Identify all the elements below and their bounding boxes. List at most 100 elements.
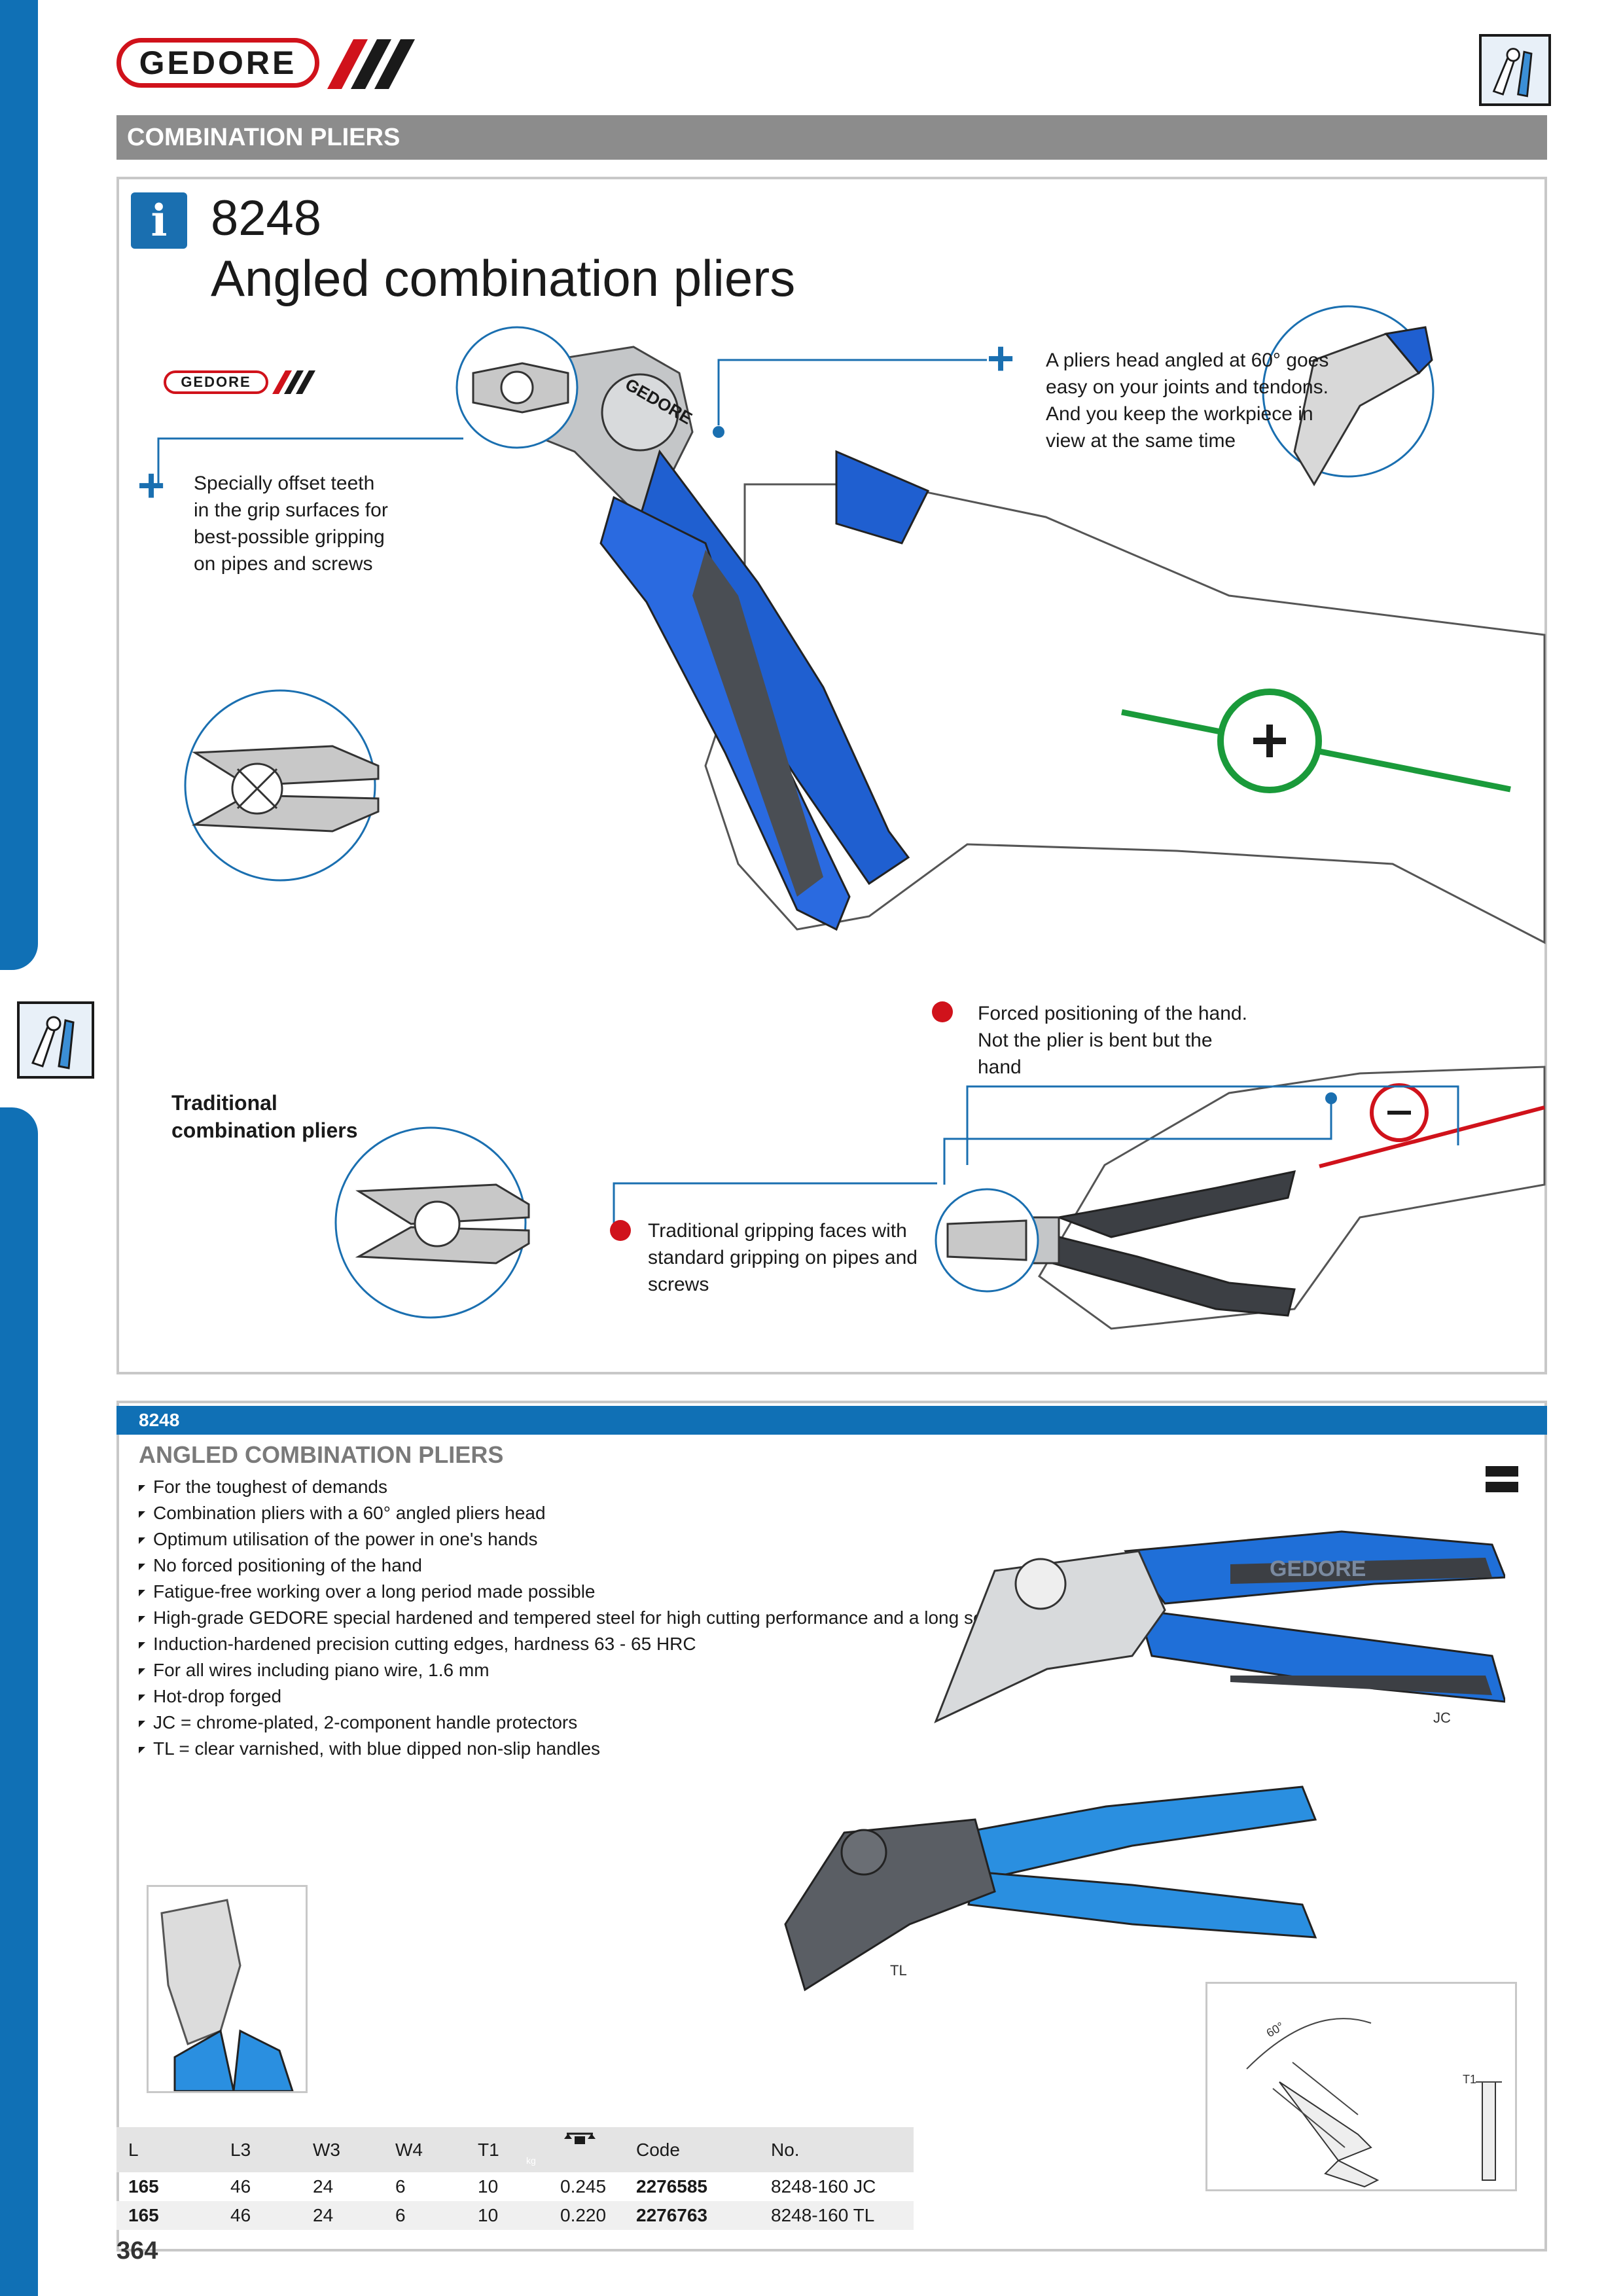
bullet-icon bbox=[139, 1746, 145, 1753]
col-header: Code bbox=[636, 2139, 680, 2160]
product-heading: ANGLED COMBINATION PLIERS bbox=[139, 1441, 504, 1468]
spec-table: L L3 W3 W4 T1 kg Code No. 165 46 24 6 bbox=[116, 2127, 914, 2230]
feature-text: Hot-drop forged bbox=[153, 1686, 282, 1706]
table-row: 165 46 24 6 10 0.220 2276763 8248-160 TL bbox=[116, 2201, 914, 2230]
feature-text: For all wires including piano wire, 1.6 … bbox=[153, 1660, 490, 1680]
callout-traditional: Traditional gripping faces with standard… bbox=[648, 1217, 918, 1298]
pliers-thumbnail-image bbox=[160, 1899, 294, 2092]
traditional-label-line: combination pliers bbox=[171, 1119, 358, 1142]
pliers-thumbnail bbox=[147, 1885, 308, 2093]
pliers-category-icon bbox=[17, 1001, 94, 1079]
list-item: Induction-hardened precision cutting edg… bbox=[139, 1631, 1050, 1657]
col-header: L bbox=[128, 2139, 139, 2160]
bullet-icon bbox=[139, 1511, 145, 1518]
list-item: JC = chrome-plated, 2-component handle p… bbox=[139, 1710, 1050, 1736]
callout-line: hand bbox=[978, 1056, 1022, 1078]
pliers-category-icon bbox=[1479, 34, 1551, 106]
feature-product-number: 8248 bbox=[211, 190, 322, 246]
page-edge-tab-bottom bbox=[0, 1107, 38, 2296]
dimension-drawing-image bbox=[1246, 2018, 1502, 2188]
cell: 165 bbox=[128, 2176, 159, 2197]
bullet-icon bbox=[139, 1668, 145, 1675]
callout-line: Not the plier is bent but the bbox=[978, 1030, 1213, 1051]
cell: 46 bbox=[230, 2205, 251, 2225]
feature-list: For the toughest of demands Combination … bbox=[139, 1474, 1050, 1762]
label-jc: JC bbox=[1433, 1710, 1451, 1726]
table-header-row: L L3 W3 W4 T1 kg Code No. bbox=[116, 2127, 914, 2172]
feature-text: Fatigue-free working over a long period … bbox=[153, 1581, 596, 1602]
bullet-icon bbox=[139, 1615, 145, 1623]
col-header: W4 bbox=[395, 2139, 423, 2160]
bullet-icon bbox=[139, 1537, 145, 1544]
feature-text: Combination pliers with a 60° angled pli… bbox=[153, 1503, 546, 1523]
pliers-hand-illustration: GEDORE bbox=[157, 305, 1546, 1330]
col-header: T1 bbox=[478, 2139, 499, 2160]
label-tl: TL bbox=[890, 1962, 907, 1979]
plus-icon: + bbox=[137, 459, 166, 512]
feature-text: Induction-hardened precision cutting edg… bbox=[153, 1634, 696, 1654]
list-item: For the toughest of demands bbox=[139, 1474, 1050, 1500]
info-icon: i bbox=[131, 192, 187, 249]
table-row: 165 46 24 6 10 0.245 2276585 8248-160 JC bbox=[116, 2172, 914, 2201]
callout-line: in the grip surfaces for bbox=[194, 499, 388, 521]
feature-text: For the toughest of demands bbox=[153, 1477, 387, 1497]
bullet-icon bbox=[139, 1484, 145, 1492]
col-header: No. bbox=[771, 2139, 800, 2160]
dim-t1-label: T1 bbox=[1463, 2073, 1477, 2086]
col-header: W3 bbox=[313, 2139, 340, 2160]
cell: 0.220 bbox=[560, 2205, 607, 2225]
list-item: Hot-drop forged bbox=[139, 1683, 1050, 1710]
callout-line: And you keep the workpiece in bbox=[1046, 403, 1313, 425]
list-item: TL = clear varnished, with blue dipped n… bbox=[139, 1736, 1050, 1762]
cell: 10 bbox=[478, 2205, 499, 2225]
list-item: High-grade GEDORE special hardened and t… bbox=[139, 1605, 1050, 1631]
product-box bbox=[116, 1401, 1547, 2251]
callout-line: A pliers head angled at 60° goes bbox=[1046, 350, 1329, 371]
bullet-icon bbox=[139, 1589, 145, 1596]
section-title: COMBINATION PLIERS bbox=[116, 115, 1547, 160]
inline-gedore-logo: GEDORE bbox=[164, 370, 268, 394]
feature-text: TL = clear varnished, with blue dipped n… bbox=[153, 1738, 601, 1759]
list-item: Fatigue-free working over a long period … bbox=[139, 1579, 1050, 1605]
gedore-logo: GEDORE bbox=[116, 38, 319, 88]
callout-line: Traditional gripping faces with bbox=[648, 1220, 907, 1242]
product-number-bar: 8248 bbox=[116, 1406, 1547, 1435]
list-item: Combination pliers with a 60° angled pli… bbox=[139, 1500, 1050, 1526]
weight-header: kg bbox=[526, 2127, 624, 2172]
list-item: For all wires including piano wire, 1.6 … bbox=[139, 1657, 1050, 1683]
bullet-icon bbox=[139, 1563, 145, 1570]
traditional-label-line: Traditional bbox=[171, 1091, 277, 1115]
callout-line: screws bbox=[648, 1274, 709, 1295]
callout-line: easy on your joints and tendons. bbox=[1046, 376, 1329, 398]
callout-head: A pliers head angled at 60° goes easy on… bbox=[1046, 347, 1329, 454]
cell: 165 bbox=[128, 2205, 159, 2225]
callout-line: view at the same time bbox=[1046, 430, 1236, 452]
callout-line: Forced positioning of the hand. bbox=[978, 1003, 1247, 1024]
red-dot-icon bbox=[610, 1220, 631, 1241]
pliers-tl-image bbox=[784, 1785, 1317, 1992]
traditional-label: Traditional combination pliers bbox=[171, 1089, 357, 1144]
cell: 24 bbox=[313, 2205, 334, 2225]
cell: 10 bbox=[478, 2176, 499, 2197]
pliers-jc-image: GEDORE bbox=[934, 1530, 1505, 1723]
col-header: L3 bbox=[230, 2139, 251, 2160]
plus-icon: + bbox=[987, 332, 1015, 385]
svg-text:GEDORE: GEDORE bbox=[1270, 1556, 1366, 1581]
inline-logo-text: GEDORE bbox=[181, 374, 251, 390]
feature-text: High-grade GEDORE special hardened and t… bbox=[153, 1607, 1051, 1628]
feature-text: Optimum utilisation of the power in one'… bbox=[153, 1529, 538, 1549]
feature-product-title: Angled combination pliers bbox=[211, 249, 796, 307]
bullet-icon bbox=[139, 1641, 145, 1649]
bullet-icon bbox=[139, 1694, 145, 1701]
callout-teeth: Specially offset teeth in the grip surfa… bbox=[194, 470, 388, 577]
callout-line: on pipes and screws bbox=[194, 553, 373, 575]
cell: 8248-160 JC bbox=[771, 2176, 876, 2197]
page-number: 364 bbox=[116, 2237, 158, 2265]
feature-illustration-box bbox=[116, 177, 1547, 1374]
cell: 6 bbox=[395, 2205, 406, 2225]
feature-text: No forced positioning of the hand bbox=[153, 1555, 422, 1575]
weight-scale-icon bbox=[564, 2132, 596, 2144]
cell: 2276763 bbox=[636, 2205, 708, 2225]
cell: 8248-160 TL bbox=[771, 2205, 875, 2225]
cell: 2276585 bbox=[636, 2176, 708, 2197]
